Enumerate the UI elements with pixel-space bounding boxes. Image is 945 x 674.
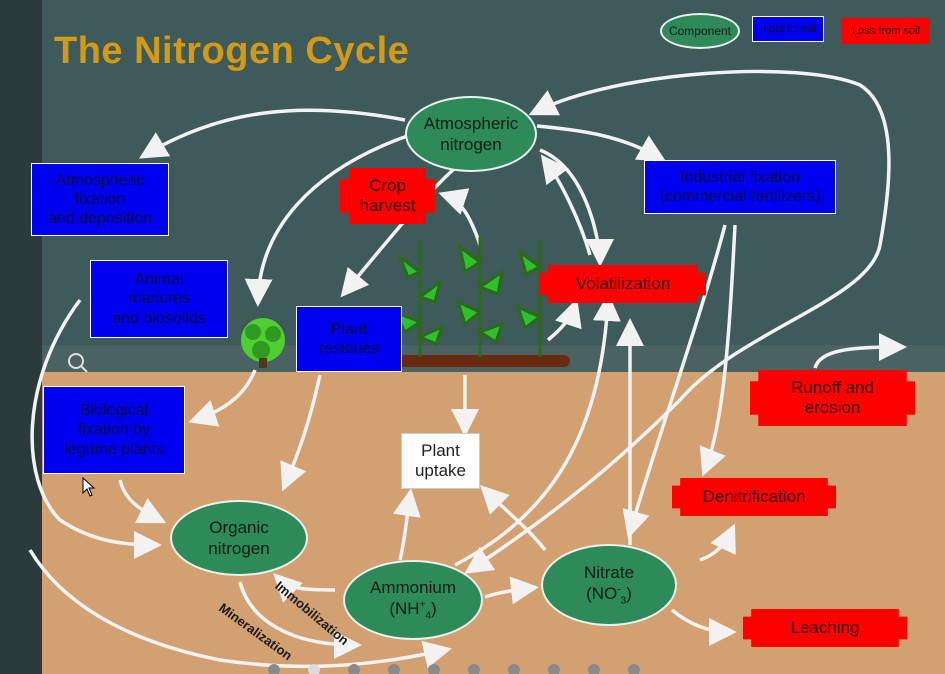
atmospheric-fixation-line1: Atmospheric bbox=[55, 171, 145, 189]
slide-dot-10[interactable] bbox=[628, 664, 640, 674]
nitrate-formula-close: ) bbox=[626, 584, 632, 604]
organic-nitrogen-line2: nitrogen bbox=[208, 539, 270, 558]
atmospheric-nitrogen-line2: nitrogen bbox=[440, 135, 502, 154]
runoff-erosion-line1: Runoff and bbox=[791, 377, 874, 397]
atmospheric-nitrogen-line1: Atmospheric bbox=[423, 113, 519, 133]
legume-plant bbox=[241, 318, 285, 368]
plant-residues-line1: Plant bbox=[330, 320, 368, 338]
legend-component: Component bbox=[660, 13, 740, 49]
plant-uptake-line1: Plant bbox=[421, 440, 460, 460]
atmospheric-fixation-line2: fixation bbox=[74, 190, 126, 208]
animal-manures-line1: Animal bbox=[134, 271, 184, 289]
slide-dot-5[interactable] bbox=[428, 664, 440, 674]
animal-manures-line2: manures bbox=[127, 290, 191, 308]
volatilization-label: Volatilization bbox=[575, 273, 671, 293]
left-edge-decoration bbox=[0, 0, 42, 674]
slide-dot-2[interactable] bbox=[308, 664, 320, 674]
legend-loss: Loss from soil bbox=[842, 18, 930, 44]
crop-harvest-box: Crop harvest bbox=[340, 168, 435, 224]
biological-fixation-box: Biological fixation by legume plants bbox=[43, 386, 185, 474]
legend-input-label: Input to soil bbox=[759, 23, 817, 35]
plant-residues-box: Plant residues bbox=[296, 306, 402, 372]
slide-dot-7[interactable] bbox=[508, 664, 520, 674]
biological-fixation-line1: Biological bbox=[79, 402, 149, 420]
runoff-erosion-box: Runoff and erosion bbox=[750, 370, 915, 426]
atmospheric-nitrogen-node: Atmospheric nitrogen bbox=[405, 96, 537, 172]
industrial-fixation-line1: Industrial fixation bbox=[679, 168, 801, 186]
nitrate-node: Nitrate (NO-3) bbox=[541, 544, 677, 626]
industrial-fixation-box: Industrial fixation (commercial fertiliz… bbox=[644, 160, 836, 214]
nitrate-formula-main: (NO bbox=[586, 584, 618, 604]
biological-fixation-line2: fixation by bbox=[77, 421, 151, 439]
ammonium-formula: (NH+4) bbox=[389, 599, 437, 621]
crop-harvest-line2: harvest bbox=[359, 196, 416, 215]
biological-fixation-line3: legume plants bbox=[64, 440, 164, 458]
slide-dot-8[interactable] bbox=[548, 664, 560, 674]
organic-nitrogen-node: Organic nitrogen bbox=[170, 500, 308, 576]
denitrification-label: Denitrification bbox=[702, 486, 806, 506]
zoom-icon[interactable] bbox=[66, 351, 90, 375]
volatilization-box: Volatilization bbox=[540, 265, 706, 303]
leaching-box: Leaching bbox=[743, 609, 907, 647]
legend-input: Input to soil bbox=[752, 16, 824, 42]
legend-loss-label: Loss from soil bbox=[852, 25, 920, 37]
ammonium-subscript: 4 bbox=[425, 610, 431, 622]
ammonium-name: Ammonium bbox=[370, 577, 456, 597]
animal-manures-box: Animal manures and biosolids bbox=[90, 260, 228, 338]
slide-dot-1[interactable] bbox=[268, 664, 280, 674]
atmospheric-fixation-line3: and deposition bbox=[47, 210, 153, 228]
nitrate-formula: (NO-3) bbox=[586, 584, 632, 606]
organic-nitrogen-line1: Organic bbox=[209, 517, 269, 537]
plant-uptake-line2: uptake bbox=[414, 461, 467, 480]
slide-dot-3[interactable] bbox=[348, 664, 360, 674]
slide-dot-6[interactable] bbox=[468, 664, 480, 674]
leaching-label: Leaching bbox=[790, 617, 860, 637]
plant-uptake-box: Plant uptake bbox=[401, 433, 480, 489]
legend-component-label: Component bbox=[668, 24, 732, 38]
ammonium-node: Ammonium (NH+4) bbox=[343, 560, 483, 640]
nitrate-charge: - bbox=[617, 584, 621, 596]
ammonium-charge: + bbox=[419, 599, 426, 611]
denitrification-box: Denitrification bbox=[672, 478, 836, 516]
plant-residues-line2: residues bbox=[318, 340, 380, 357]
nitrate-name: Nitrate bbox=[583, 562, 635, 582]
industrial-fixation-line2: (commercial fertilizers) bbox=[659, 188, 821, 205]
slide-dot-9[interactable] bbox=[588, 664, 600, 674]
slide-dot-4[interactable] bbox=[388, 664, 400, 674]
mouse-cursor-icon bbox=[82, 477, 96, 497]
diagram-title: The Nitrogen Cycle bbox=[54, 30, 410, 72]
runoff-erosion-line2: erosion bbox=[804, 398, 861, 417]
atmospheric-fixation-box: Atmospheric fixation and deposition bbox=[31, 163, 169, 236]
ammonium-formula-close: ) bbox=[430, 599, 437, 619]
crop-harvest-line1: Crop bbox=[369, 175, 406, 195]
animal-manures-line3: and biosolids bbox=[112, 309, 206, 327]
ammonium-formula-main: (NH bbox=[389, 599, 420, 619]
nitrate-subscript: 3 bbox=[620, 595, 627, 607]
